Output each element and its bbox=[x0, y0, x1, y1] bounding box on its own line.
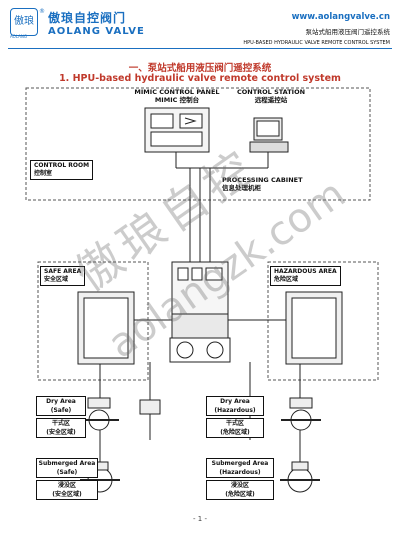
hazardous-area-label-en: HAZARDOUS AREA bbox=[274, 268, 337, 275]
safe-area-label-cn: 安全区域 bbox=[44, 276, 69, 283]
submerged-area-hazardous-label: Submerged Area (Hazardous) bbox=[206, 458, 274, 478]
registered-mark: ® bbox=[39, 8, 45, 15]
mimic-panel-label-cn: MIMIC 控制台 bbox=[154, 96, 200, 104]
control-room-label-cn: 控制室 bbox=[34, 170, 53, 177]
sub-safe-sub: (Safe) bbox=[56, 469, 78, 476]
dry-haz-cn-sub: (危险区域) bbox=[220, 429, 250, 436]
control-room-zone bbox=[25, 87, 371, 201]
dry-area-safe-cn-label: 干式区 (安全区域) bbox=[36, 418, 86, 438]
dry-safe-sub: (Safe) bbox=[50, 407, 72, 414]
sub-haz-en: Submerged Area bbox=[211, 460, 269, 467]
section-title-cn: 一、泵站式船用液压阀门遥控系统 bbox=[128, 63, 272, 74]
header-divider bbox=[8, 48, 392, 49]
butterfly-valve-icon bbox=[280, 461, 320, 493]
safe-cabinet-icon bbox=[77, 291, 135, 365]
hazardous-area-label-cn: 危险区域 bbox=[274, 276, 299, 283]
control-station-label: CONTROL STATION 远程遥控站 bbox=[226, 88, 316, 104]
hazardous-area-label: HAZARDOUS AREA 危险区域 bbox=[270, 266, 341, 286]
control-station-label-en: CONTROL STATION bbox=[236, 88, 306, 96]
brand-name-cn: 傲琅自控阀门 bbox=[48, 11, 127, 25]
actuator-icon bbox=[139, 399, 161, 440]
submerged-area-hazardous-cn-label: 浸没区 (危险区域) bbox=[206, 480, 274, 500]
dry-area-hazardous-label: Dry Area (Hazardous) bbox=[206, 396, 264, 416]
hazardous-area-zone bbox=[267, 261, 379, 381]
control-room-label: CONTROL ROOM 控制室 bbox=[30, 160, 94, 180]
sub-safe-cn-sub: (安全区域) bbox=[52, 491, 82, 498]
mimic-panel-label: MIMIC CONTROL PANEL MIMIC 控制台 bbox=[118, 88, 236, 104]
processing-cabinet-label-cn: 信息处理机柜 bbox=[222, 184, 261, 192]
safe-area-zone bbox=[37, 261, 149, 381]
dry-safe-cn: 干式区 bbox=[51, 420, 70, 427]
butterfly-valve-icon bbox=[281, 397, 321, 431]
control-room-label-en: CONTROL ROOM bbox=[34, 162, 90, 169]
section-title-en: 1. HPU-based hydraulic valve remote cont… bbox=[59, 73, 341, 84]
brand-name-en: AOLANG VALVE bbox=[48, 26, 145, 37]
logo-sub-text: AOLANG bbox=[10, 34, 27, 39]
processing-cabinet-label: PROCESSING CABINET 信息处理机柜 bbox=[222, 176, 342, 192]
brand-logo: 傲琅 bbox=[10, 8, 38, 36]
processing-cabinet-label-en: PROCESSING CABINET bbox=[222, 176, 303, 184]
doc-title-cn: 泵站式船用液压阀门遥控系统 bbox=[305, 28, 391, 36]
control-station-label-cn: 远程遥控站 bbox=[254, 96, 288, 104]
hpu-unit-icon bbox=[169, 261, 231, 363]
hazardous-cabinet-icon bbox=[285, 291, 343, 365]
safe-area-label: SAFE AREA 安全区域 bbox=[40, 266, 86, 286]
sub-haz-cn-sub: (危险区域) bbox=[225, 491, 255, 498]
dry-haz-en: Dry Area bbox=[220, 398, 250, 405]
website-url[interactable]: www.aolangvalve.cn bbox=[291, 12, 390, 22]
dry-haz-cn: 干式区 bbox=[225, 420, 244, 427]
sub-haz-cn: 浸没区 bbox=[230, 482, 249, 489]
submerged-area-safe-label: Submerged Area (Safe) bbox=[36, 458, 98, 478]
doc-title-en: HPU-BASED HYDRAULIC VALVE REMOTE CONTROL… bbox=[243, 40, 390, 46]
dry-safe-cn-sub: (安全区域) bbox=[46, 429, 76, 436]
computer-icon bbox=[249, 117, 289, 153]
sub-safe-cn: 浸没区 bbox=[57, 482, 76, 489]
mimic-panel-label-en: MIMIC CONTROL PANEL bbox=[134, 88, 220, 96]
page-number: - 1 - bbox=[193, 515, 207, 523]
mimic-panel-icon bbox=[144, 107, 210, 153]
sub-safe-en: Submerged Area bbox=[38, 460, 96, 467]
submerged-area-safe-cn-label: 浸没区 (安全区域) bbox=[36, 480, 98, 500]
sub-haz-sub: (Hazardous) bbox=[219, 469, 261, 476]
dry-safe-en: Dry Area bbox=[46, 398, 76, 405]
dry-haz-sub: (Hazardous) bbox=[214, 407, 256, 414]
dry-area-safe-label: Dry Area (Safe) bbox=[36, 396, 86, 416]
safe-area-label-en: SAFE AREA bbox=[44, 268, 82, 275]
dry-area-hazardous-cn-label: 干式区 (危险区域) bbox=[206, 418, 264, 438]
